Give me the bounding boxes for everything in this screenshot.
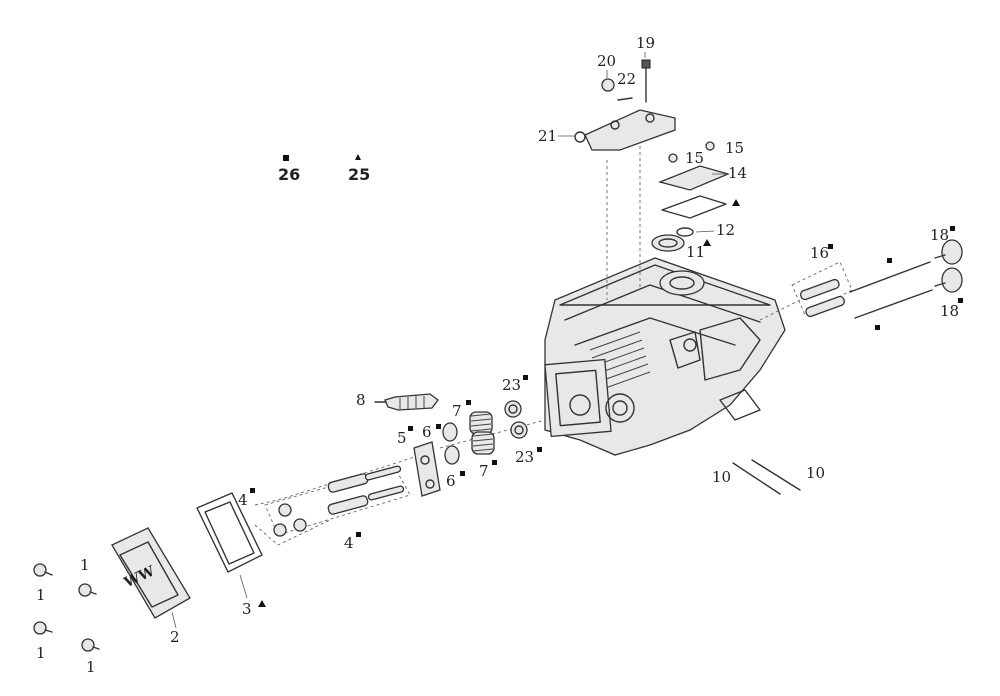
part-23-valves: 23 23 — [502, 375, 542, 466]
square-marker-icon — [460, 471, 465, 476]
part-8-spark-plug: 8 — [356, 391, 439, 411]
triangle-marker-icon — [355, 154, 361, 160]
part-12-seal: 12 — [676, 221, 735, 239]
part-19-bolt: 19 — [636, 34, 655, 103]
part-1-bolts: 1 1 1 1 — [33, 556, 100, 676]
part-6-retainers: 6 6 — [422, 422, 465, 490]
part-21-bracket: 21 — [538, 109, 676, 151]
part-18-pushrods: 18 18 — [930, 226, 963, 320]
callout-26: 26 — [278, 165, 300, 184]
callout-10-a: 10 — [712, 468, 731, 486]
callout-11: 11 — [686, 243, 705, 261]
square-marker-icon — [537, 447, 542, 452]
part-3-gasket: 3 — [196, 492, 266, 618]
part-20-nut: 20 — [597, 52, 616, 92]
callout-14: 14 — [728, 164, 747, 182]
callout-7-b: 7 — [479, 462, 489, 480]
part-14-cover: 14 — [657, 164, 747, 191]
square-marker-icon — [250, 488, 255, 493]
callout-7-a: 7 — [452, 402, 462, 420]
legend: 26 25 — [278, 154, 370, 184]
callout-6-b: 6 — [446, 472, 456, 490]
part-16-rocker-pins: 16 — [791, 244, 853, 318]
callout-22: 22 — [617, 70, 636, 88]
part-11-ring: 11 — [651, 234, 711, 261]
callout-18-a: 18 — [930, 226, 949, 244]
square-marker-icon — [283, 155, 289, 161]
square-marker-icon — [492, 460, 497, 465]
callout-21: 21 — [538, 127, 557, 145]
callout-1-b: 1 — [80, 556, 90, 574]
part-7-valve-springs: 7 7 — [452, 400, 497, 480]
long-studs — [849, 258, 933, 330]
callout-4-a: 4 — [238, 491, 248, 509]
triangle-marker-icon — [703, 239, 711, 246]
square-marker-icon — [887, 258, 892, 263]
callout-19: 19 — [636, 34, 655, 52]
square-marker-icon — [466, 400, 471, 405]
callout-5: 5 — [397, 429, 407, 447]
callout-4-b: 4 — [344, 534, 354, 552]
callout-2: 2 — [170, 628, 180, 646]
square-marker-icon — [523, 375, 528, 380]
callout-10-b: 10 — [806, 464, 825, 482]
square-marker-icon — [408, 426, 413, 431]
square-marker-icon — [950, 226, 955, 231]
part-5-rocker-bracket: 5 — [397, 426, 441, 497]
callout-6-a: 6 — [422, 423, 432, 441]
callout-1-a: 1 — [36, 586, 46, 604]
triangle-marker-icon — [258, 600, 266, 607]
callout-1-d: 1 — [86, 658, 96, 676]
part-2-valve-cover: WW 2 — [111, 527, 191, 646]
triangle-marker-icon — [732, 199, 740, 206]
callout-23-a: 23 — [502, 376, 521, 394]
part-22-pin: 22 — [617, 70, 636, 101]
callout-16: 16 — [810, 244, 829, 262]
part-10-studs: 10 10 — [712, 459, 825, 495]
part-15-screws: 15 15 — [668, 139, 744, 167]
square-marker-icon — [436, 424, 441, 429]
callout-1-c: 1 — [36, 644, 46, 662]
callout-25: 25 — [348, 165, 370, 184]
part-4-rocker-arms: 4 4 — [238, 465, 411, 552]
square-marker-icon — [875, 325, 880, 330]
square-marker-icon — [356, 532, 361, 537]
callout-8: 8 — [356, 391, 366, 409]
cover-gasket — [661, 195, 740, 219]
callout-12: 12 — [716, 221, 735, 239]
callout-3: 3 — [242, 600, 252, 618]
cylinder-head — [544, 257, 786, 456]
callout-15-a: 15 — [685, 149, 704, 167]
square-marker-icon — [958, 298, 963, 303]
callout-20: 20 — [597, 52, 616, 70]
callout-15-b: 15 — [725, 139, 744, 157]
callout-23-b: 23 — [515, 448, 534, 466]
square-marker-icon — [828, 244, 833, 249]
callout-18-b: 18 — [940, 302, 959, 320]
